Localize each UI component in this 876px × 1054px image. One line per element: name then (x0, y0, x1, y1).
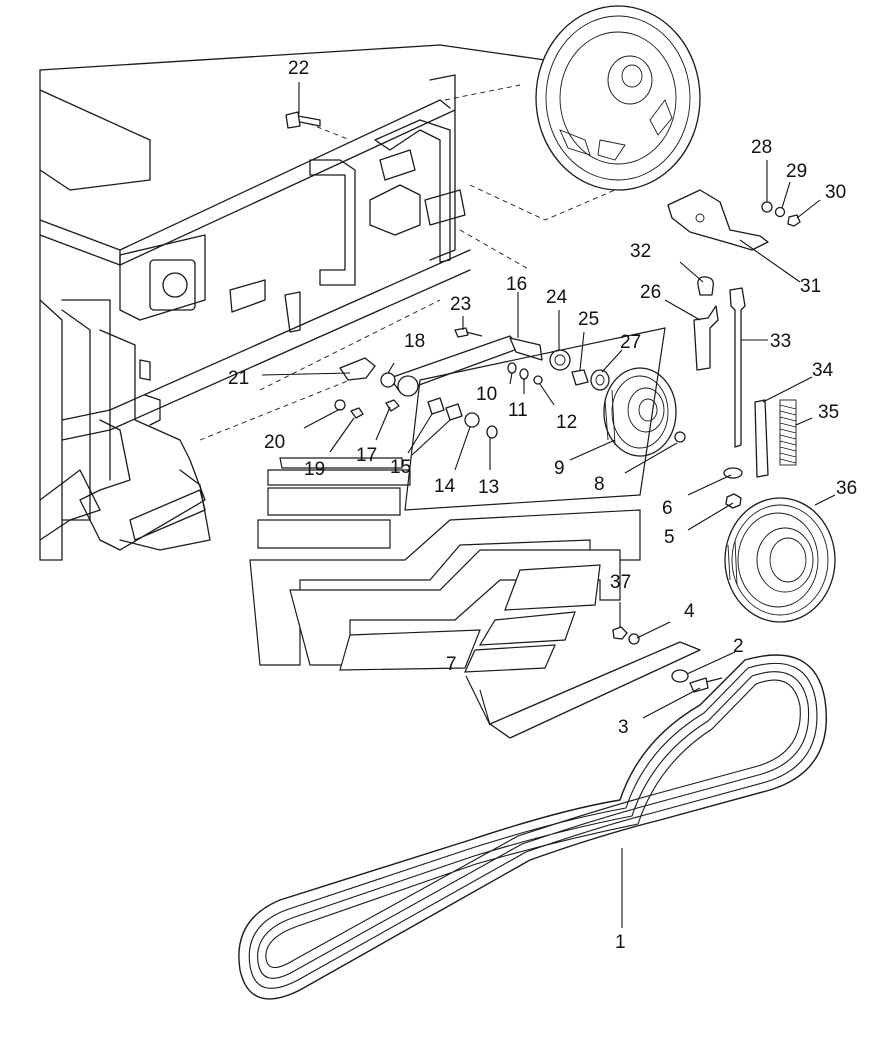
washer-14 (464, 412, 480, 428)
callout-35: 35 (818, 402, 839, 423)
bushing-15b (445, 403, 463, 421)
callout-15: 15 (390, 457, 411, 478)
washer-18 (380, 372, 396, 388)
idler-pulley-9 (603, 367, 677, 457)
callout-8: 8 (594, 474, 605, 495)
pulley-36 (724, 497, 836, 623)
callout-20: 20 (264, 432, 285, 453)
rod-33 (729, 287, 746, 448)
spring-35 (779, 399, 797, 466)
callout-11: 11 (508, 400, 528, 421)
callout-labels: 1 2 3 4 5 6 7 8 9 10 11 12 13 14 15 16 1… (228, 58, 857, 953)
bolt-22 (285, 111, 321, 129)
item-11 (519, 368, 529, 380)
guard-decal-logo (249, 327, 666, 673)
washer-12 (533, 375, 543, 385)
callout-32: 32 (630, 241, 651, 262)
callout-9: 9 (554, 458, 565, 479)
callout-18: 18 (404, 331, 425, 352)
washer-28 (761, 201, 773, 213)
ring-13 (486, 425, 498, 439)
bolt-23 (454, 327, 483, 338)
callout-25: 25 (578, 309, 599, 330)
leader-lines (261, 82, 836, 928)
strip-7 (489, 641, 701, 739)
pin-34 (754, 399, 769, 478)
washer-20 (334, 399, 346, 411)
idler-arm-16 (389, 335, 543, 397)
callout-22: 22 (288, 58, 309, 79)
item-10 (507, 362, 517, 374)
callout-28: 28 (751, 137, 772, 158)
callout-16: 16 (506, 274, 527, 295)
callout-24: 24 (546, 287, 568, 308)
machine-frame (39, 44, 616, 561)
callout-7: 7 (446, 654, 457, 675)
v-belt-1 (238, 654, 827, 1000)
callout-30: 30 (825, 182, 846, 203)
callout-33: 33 (770, 331, 791, 352)
washer-29 (774, 206, 786, 218)
callout-31: 31 (800, 276, 821, 297)
callout-3: 3 (618, 717, 629, 738)
nut-19 (350, 407, 364, 419)
bracket-31 (667, 189, 769, 251)
nut-37 (612, 626, 628, 640)
washer-6 (723, 467, 743, 479)
callout-14: 14 (434, 476, 456, 497)
callout-36: 36 (836, 478, 857, 499)
callout-13: 13 (478, 477, 499, 498)
bearing-24 (549, 349, 571, 371)
washer-2 (671, 669, 689, 683)
callout-27: 27 (620, 332, 641, 353)
callout-6: 6 (662, 498, 673, 519)
drive-pulley-top (535, 5, 701, 191)
callout-19: 19 (304, 459, 325, 480)
callout-2: 2 (733, 636, 744, 657)
callout-1: 1 (615, 932, 626, 953)
callout-23: 23 (450, 294, 471, 315)
callout-37: 37 (610, 572, 631, 593)
bushing-15a (427, 397, 445, 415)
callout-10: 10 (476, 384, 497, 405)
bolt-3 (689, 677, 723, 693)
spacer-25 (571, 369, 589, 386)
callout-29: 29 (786, 161, 807, 182)
callout-5: 5 (664, 527, 675, 548)
ring-4 (628, 633, 640, 645)
callout-4: 4 (684, 601, 695, 622)
callout-26: 26 (640, 282, 661, 303)
bracket-26 (693, 305, 719, 371)
bearing-27 (590, 369, 610, 391)
plate-21 (339, 357, 376, 381)
callout-34: 34 (812, 360, 834, 381)
nut-17 (385, 399, 400, 412)
callout-21: 21 (228, 368, 249, 389)
circlip-8 (674, 431, 686, 443)
callout-17: 17 (356, 445, 377, 466)
callout-12: 12 (556, 412, 577, 433)
